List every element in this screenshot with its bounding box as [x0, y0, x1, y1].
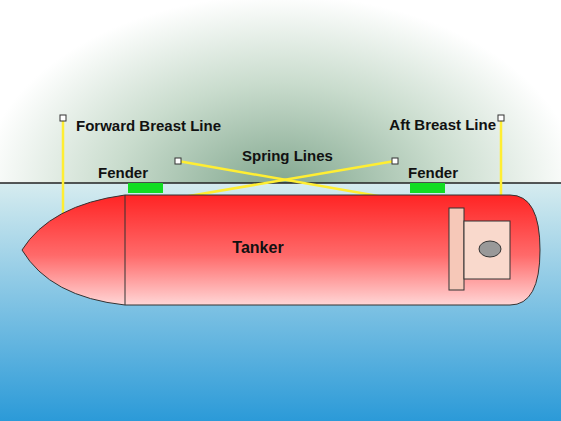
- ship-name: Tanker: [232, 239, 283, 257]
- bollard: [392, 158, 398, 164]
- bow-seam: [125, 195, 126, 305]
- bollard: [60, 115, 66, 121]
- bollard: [175, 158, 181, 164]
- fender: Fender: [98, 164, 170, 194]
- line-label: Spring Lines: [242, 147, 333, 164]
- fender-label: Fender: [98, 164, 170, 181]
- superstructure: [464, 221, 510, 279]
- fender: Fender: [408, 164, 480, 194]
- water: [0, 183, 561, 421]
- superstructure: [449, 208, 464, 290]
- funnel: [479, 241, 501, 257]
- fender-label: Fender: [408, 164, 480, 181]
- line-label: Forward Breast Line: [76, 117, 221, 134]
- bollard: [498, 115, 504, 121]
- dock-area: [0, 0, 561, 183]
- line-label: Aft Breast Line: [389, 116, 496, 133]
- tanker-hull: Tanker: [20, 193, 542, 308]
- dock-edge: [0, 182, 561, 184]
- mooring-line: [62, 118, 65, 217]
- fender-pad: [410, 183, 445, 193]
- hull: [22, 195, 540, 305]
- fender-pad: [128, 183, 163, 193]
